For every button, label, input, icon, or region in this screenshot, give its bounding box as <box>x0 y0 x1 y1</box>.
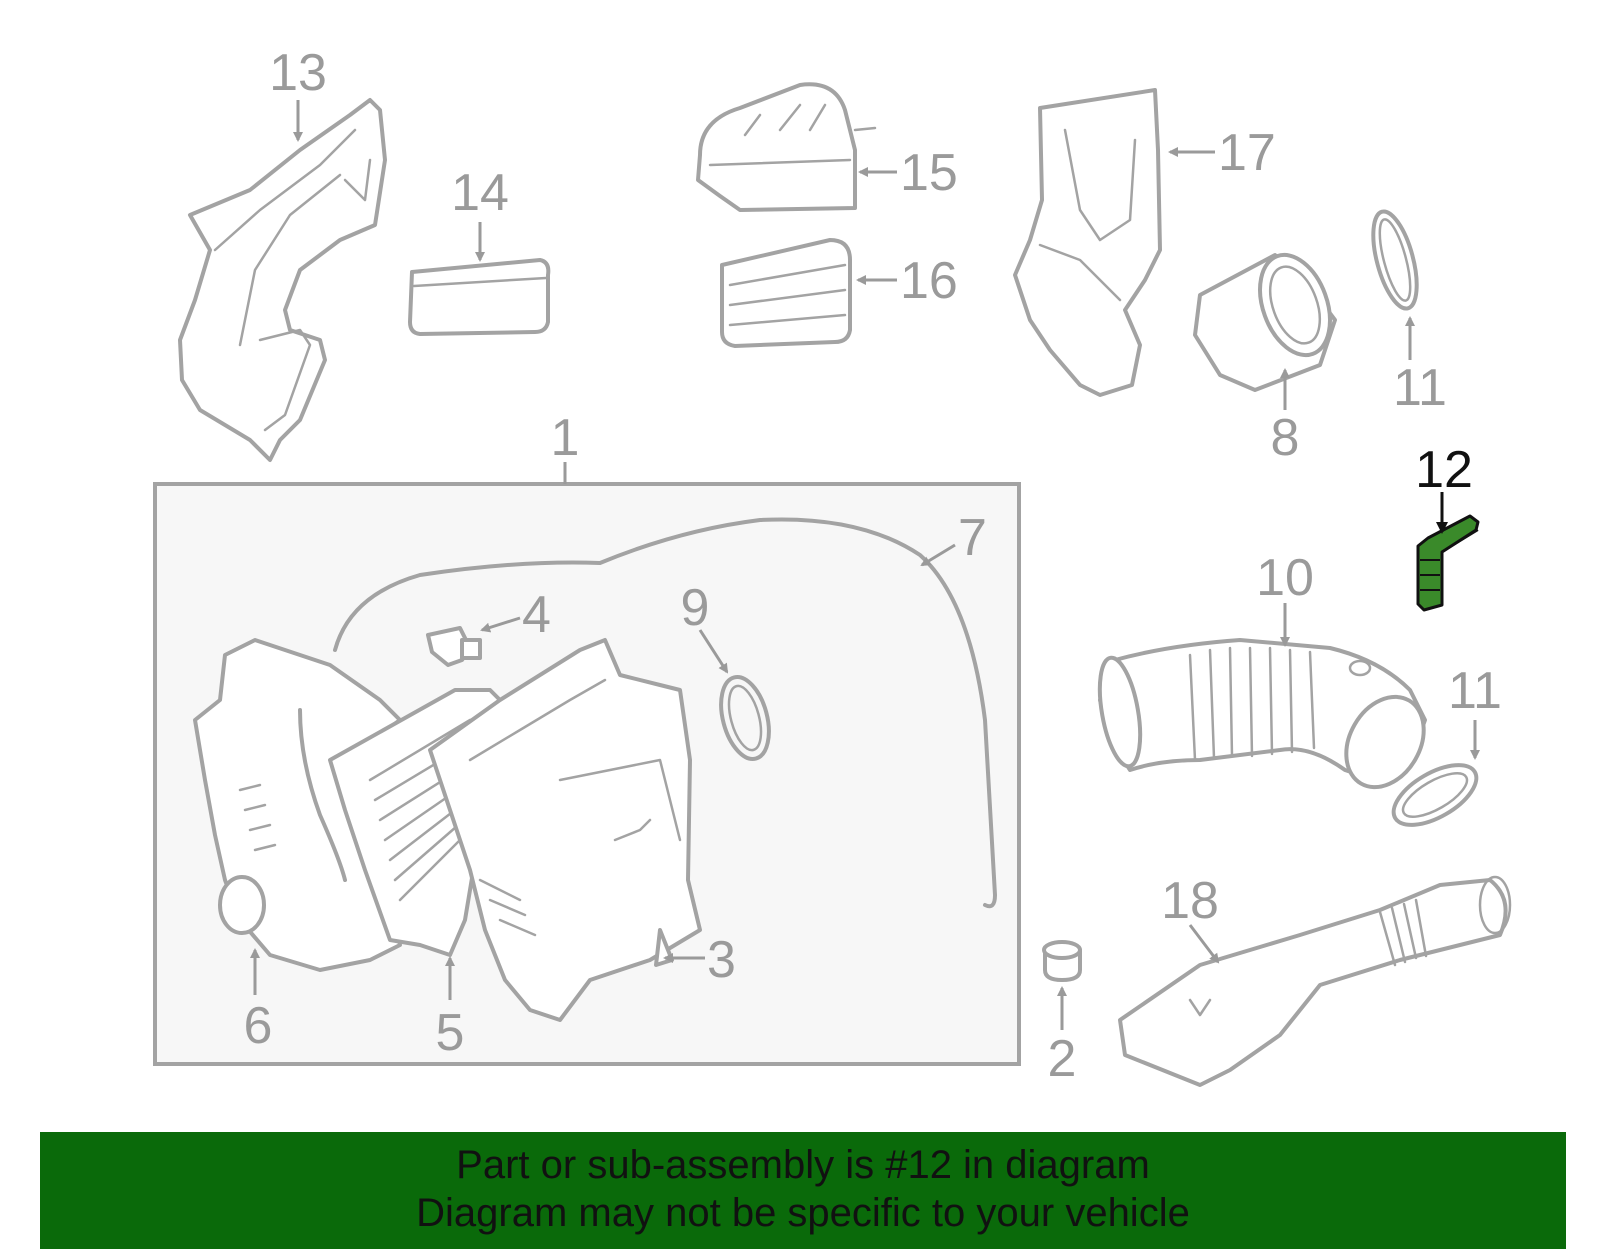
part-9-ring-seal <box>719 675 771 761</box>
part-15-cover <box>696 82 877 212</box>
label-17: 17 <box>1168 124 1276 182</box>
label-13: 13 <box>269 44 327 142</box>
banner-line-disclaimer: Diagram may not be specific to your vehi… <box>416 1191 1190 1235</box>
label-8: 8 <box>1271 368 1300 467</box>
svg-text:2: 2 <box>1048 1030 1077 1088</box>
part-2-grommet <box>1042 940 1082 982</box>
part-11-clamp-lower <box>1391 763 1479 827</box>
label-12: 12 <box>1415 441 1473 534</box>
part-3-airbox-housing <box>428 638 702 1022</box>
label-16: 16 <box>856 252 958 310</box>
info-banner: Part or sub-assembly is #12 in diagram D… <box>40 1132 1566 1249</box>
label-11-top: 11 <box>1393 316 1447 417</box>
svg-text:11: 11 <box>1448 662 1502 720</box>
label-15: 15 <box>858 144 958 202</box>
part-12-sensor-highlighted <box>1416 514 1480 612</box>
part-6-airbox-lower <box>193 638 402 972</box>
label-1: 1 <box>551 409 580 467</box>
part-14-filter-pad <box>408 258 551 336</box>
part-4-connector <box>426 626 482 667</box>
part-16-grille <box>720 238 852 348</box>
svg-text:17: 17 <box>1218 124 1276 182</box>
label-9: 9 <box>681 579 729 674</box>
label-18: 18 <box>1161 872 1220 964</box>
part-11-clamp-top <box>1371 209 1419 311</box>
svg-text:3: 3 <box>707 931 736 989</box>
svg-text:13: 13 <box>269 44 327 102</box>
svg-text:14: 14 <box>451 164 509 222</box>
part-17-duct-shield <box>1013 88 1162 397</box>
part-18-intake-tube <box>1118 875 1512 1087</box>
svg-text:1: 1 <box>551 409 580 467</box>
svg-text:4: 4 <box>522 586 551 644</box>
banner-line-part-number: Part or sub-assembly is #12 in diagram <box>456 1143 1150 1187</box>
label-10: 10 <box>1256 549 1314 647</box>
svg-text:15: 15 <box>900 144 958 202</box>
svg-text:10: 10 <box>1256 549 1314 607</box>
svg-text:8: 8 <box>1271 409 1300 467</box>
label-11-lower: 11 <box>1448 662 1502 760</box>
svg-text:6: 6 <box>244 997 273 1055</box>
label-4: 4 <box>480 586 551 644</box>
part-8-maf-housing <box>1193 252 1337 392</box>
label-7: 7 <box>920 509 987 567</box>
svg-text:16: 16 <box>900 252 958 310</box>
part-7-vent-hose <box>298 517 997 909</box>
svg-text:7: 7 <box>958 509 987 567</box>
svg-text:9: 9 <box>681 579 710 637</box>
label-3: 3 <box>663 931 736 989</box>
part-10-flex-hose <box>1097 638 1427 790</box>
label-5: 5 <box>436 956 465 1062</box>
svg-text:11: 11 <box>1393 359 1447 417</box>
part-13-intake-duct <box>178 98 387 462</box>
label-6: 6 <box>244 948 273 1055</box>
svg-text:5: 5 <box>436 1004 465 1062</box>
label-14: 14 <box>451 164 509 262</box>
svg-text:18: 18 <box>1161 872 1219 930</box>
svg-text:12: 12 <box>1415 441 1473 499</box>
label-2: 2 <box>1048 986 1077 1088</box>
